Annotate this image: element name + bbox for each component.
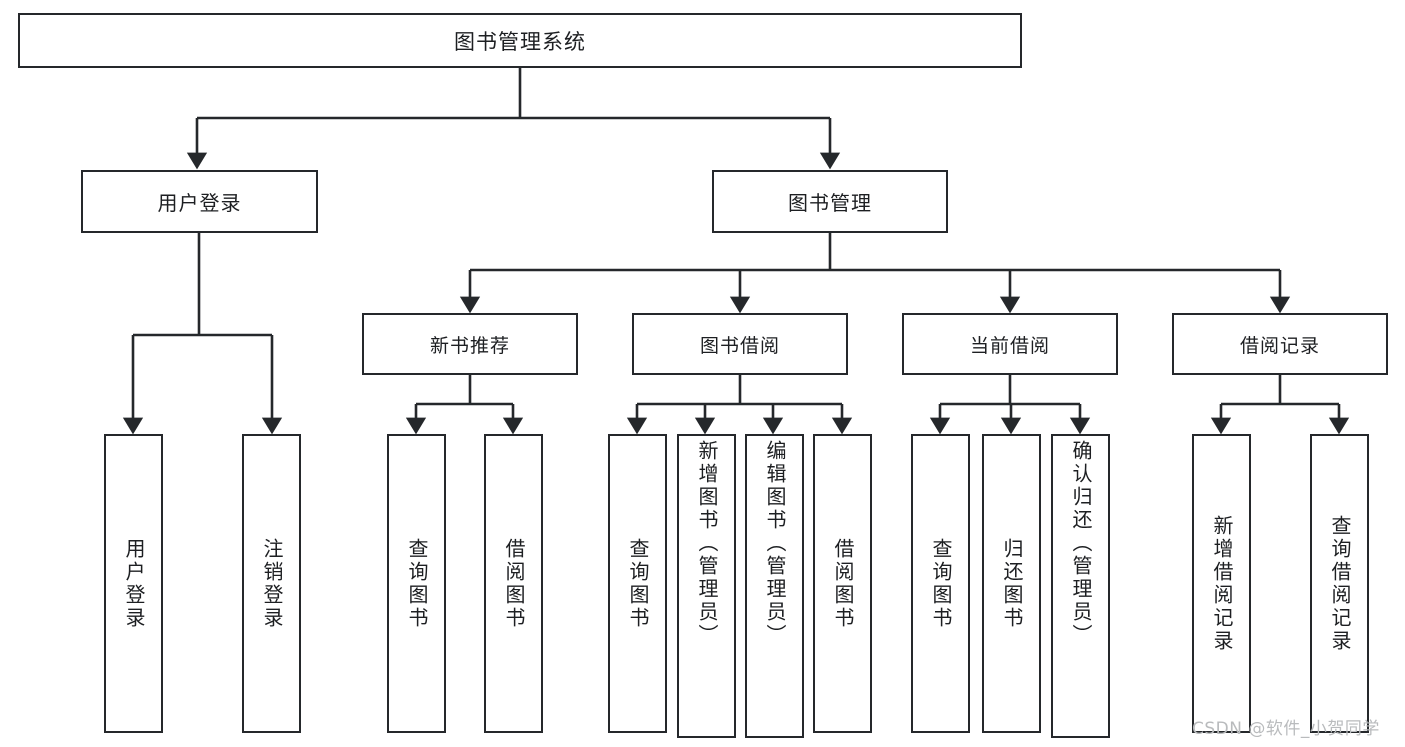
- node-leaf-query-book-current[interactable]: 查询图书: [911, 434, 970, 733]
- node-leaf-user-login[interactable]: 用户登录: [104, 434, 163, 733]
- node-label: 确认归还（管理员）: [1069, 440, 1093, 647]
- node-book-management-system[interactable]: 图书管理系统: [18, 13, 1022, 68]
- node-new-book-recommend[interactable]: 新书推荐: [362, 313, 578, 375]
- node-leaf-edit-book-admin[interactable]: 编辑图书（管理员）: [745, 434, 804, 738]
- node-label: 用户登录: [122, 537, 146, 630]
- node-label: 用户登录: [157, 191, 242, 215]
- node-leaf-query-borrow-record[interactable]: 查询借阅记录: [1310, 434, 1369, 733]
- node-label: 借阅图书: [502, 537, 526, 630]
- node-label: 注销登录: [260, 537, 284, 630]
- node-label: 查询借阅记录: [1328, 514, 1352, 653]
- node-label: 当前借阅: [969, 334, 1050, 357]
- node-leaf-confirm-return-admin[interactable]: 确认归还（管理员）: [1051, 434, 1110, 738]
- node-label: 查询图书: [626, 537, 650, 630]
- node-leaf-return-book[interactable]: 归还图书: [982, 434, 1041, 733]
- node-label: 图书管理系统: [454, 29, 586, 54]
- node-label: 归还图书: [1000, 537, 1024, 630]
- csdn-watermark: CSDN @软件_小贺同学: [1192, 719, 1380, 739]
- node-book-borrow[interactable]: 图书借阅: [632, 313, 848, 375]
- node-label: 图书借阅: [699, 334, 780, 357]
- node-leaf-borrow-book[interactable]: 借阅图书: [813, 434, 872, 733]
- node-label: 新增图书（管理员）: [695, 440, 719, 647]
- node-label: 借阅记录: [1239, 334, 1320, 357]
- node-current-borrow[interactable]: 当前借阅: [902, 313, 1118, 375]
- node-label: 新书推荐: [429, 334, 510, 357]
- node-label: 查询图书: [929, 537, 953, 630]
- node-book-management[interactable]: 图书管理: [712, 170, 948, 233]
- node-leaf-borrow-book-recommend[interactable]: 借阅图书: [484, 434, 543, 733]
- node-leaf-logout-login[interactable]: 注销登录: [242, 434, 301, 733]
- node-borrow-record[interactable]: 借阅记录: [1172, 313, 1388, 375]
- node-leaf-add-book-admin[interactable]: 新增图书（管理员）: [677, 434, 736, 738]
- node-label: 编辑图书（管理员）: [763, 440, 787, 647]
- node-label: 图书管理: [788, 191, 872, 215]
- node-leaf-query-book-recommend[interactable]: 查询图书: [387, 434, 446, 733]
- node-label: 查询图书: [405, 537, 429, 630]
- node-user-login[interactable]: 用户登录: [81, 170, 318, 233]
- node-leaf-query-book-borrow[interactable]: 查询图书: [608, 434, 667, 733]
- node-label: 新增借阅记录: [1210, 514, 1234, 653]
- node-label: 借阅图书: [831, 537, 855, 630]
- node-leaf-add-borrow-record[interactable]: 新增借阅记录: [1192, 434, 1251, 733]
